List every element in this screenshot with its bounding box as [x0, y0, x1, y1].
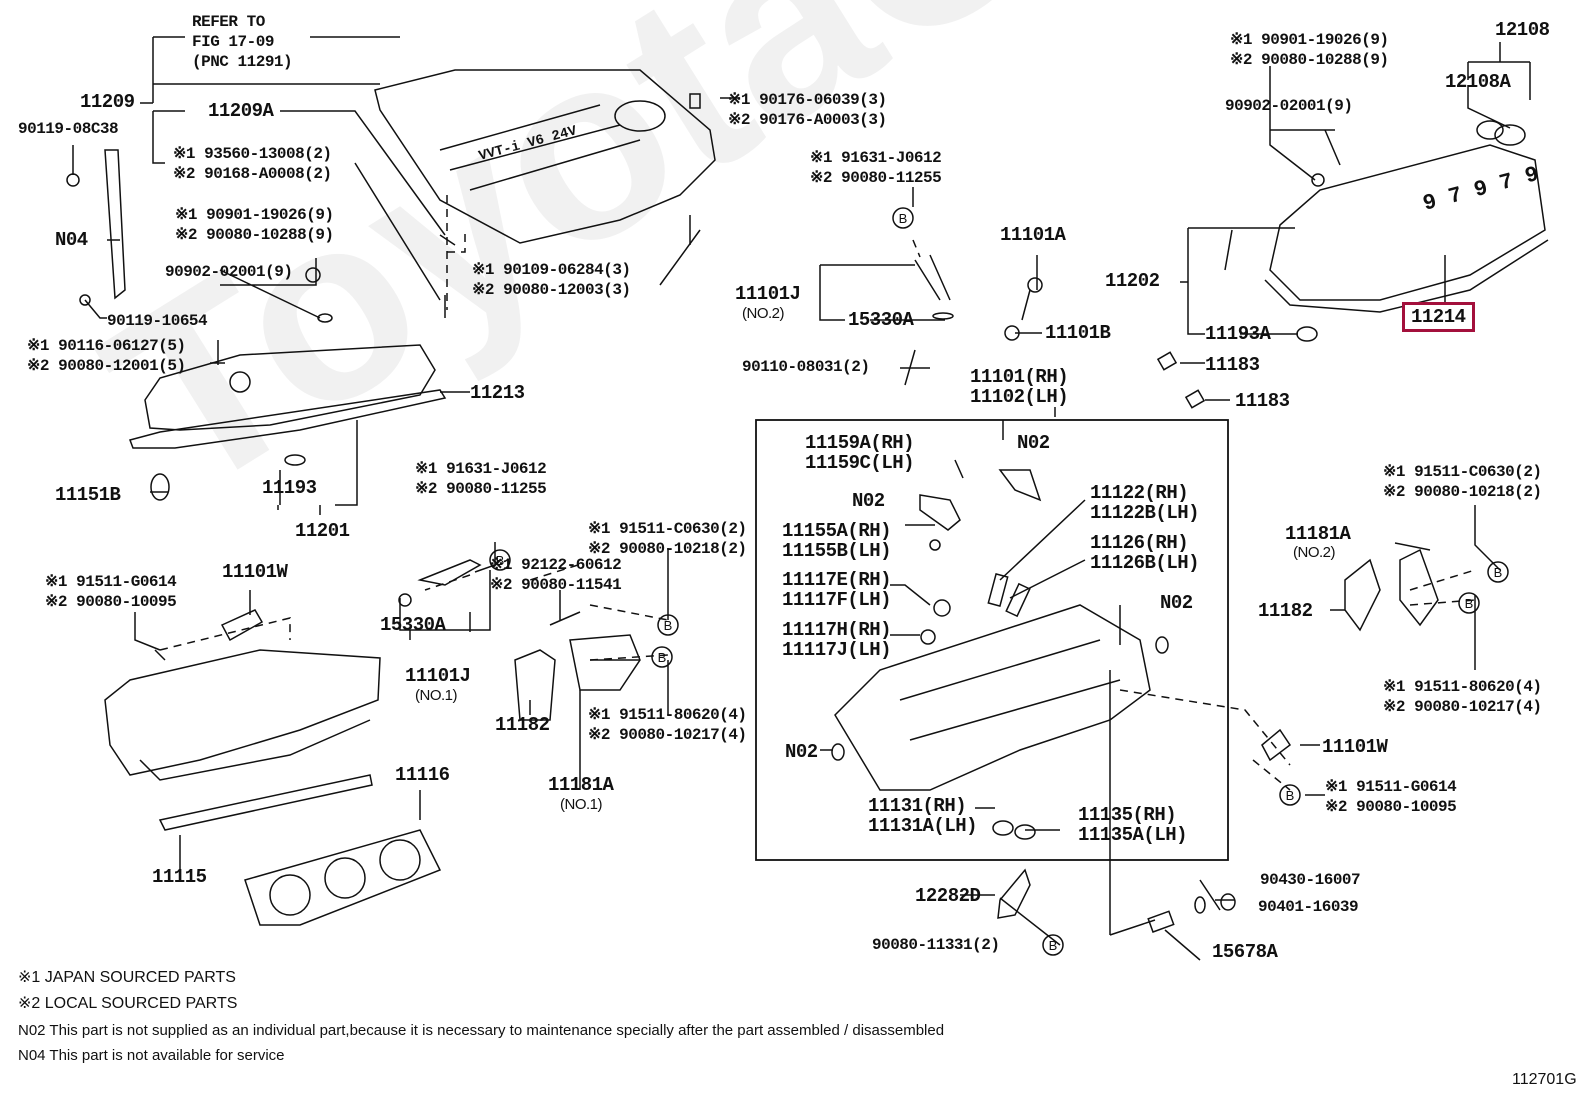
fastener-90116[interactable]: ※1 90116-06127(5) ※2 90080-12001(5) — [27, 337, 186, 375]
part-label-11101B[interactable]: 11101B — [1045, 322, 1111, 344]
engine-cover-drawing: VVT-i V6 24V — [374, 69, 716, 244]
b-marker-label: B — [1049, 938, 1058, 953]
part-label-15330A-mid[interactable]: 15330A — [380, 614, 446, 636]
part-label-12282D[interactable]: 12282D — [915, 885, 981, 907]
part-label-11209A[interactable]: 11209A — [208, 100, 274, 122]
part-label-90902-left[interactable]: 90902-02001(9) — [165, 263, 293, 281]
part-note-no1-b: (NO.1) — [560, 796, 603, 813]
part-label-11115[interactable]: 11115 — [152, 866, 207, 888]
part-label-11193A[interactable]: 11193A — [1205, 323, 1271, 345]
fastener-90901-right[interactable]: ※1 90901-19026(9) ※2 90080-10288(9) — [1230, 31, 1389, 69]
fastener-90109[interactable]: ※1 90109-06284(3) ※2 90080-12003(3) — [472, 261, 631, 299]
part-note-no2: (NO.2) — [742, 305, 785, 322]
part-label-90119-10654[interactable]: 90119-10654 — [107, 312, 208, 330]
cylinder-head-right-drawing — [834, 604, 1151, 791]
svg-text:9 7 9 7 9: 9 7 9 7 9 — [1420, 162, 1541, 217]
cylinder-head-left-drawing — [104, 649, 381, 781]
part-label-11159[interactable]: 11159A(RH) 11159C(LH) — [805, 432, 915, 474]
part-label-11117E[interactable]: 11117E(RH) 11117F(LH) — [782, 569, 892, 611]
part-label-11101W-right[interactable]: 11101W — [1322, 736, 1388, 758]
fastener-91631-top[interactable]: ※1 91631-J0612 ※2 90080-11255 — [810, 149, 942, 187]
valve-cover-right-drawing: 9 7 9 7 9 — [1264, 120, 1549, 313]
fastener-91511-G0614-right[interactable]: ※1 91511-G0614 ※2 90080-10095 — [1325, 778, 1457, 816]
part-label-90119-08C38[interactable]: 90119-08C38 — [18, 120, 119, 138]
part-label-11151B[interactable]: 11151B — [55, 484, 121, 506]
part-label-11101W-left[interactable]: 11101W — [222, 561, 288, 583]
part-label-90902-right[interactable]: 90902-02001(9) — [1225, 97, 1353, 115]
fastener-90176[interactable]: ※1 90176-06039(3) ※2 90176-A0003(3) — [728, 91, 887, 129]
fastener-91511-80620-mid[interactable]: ※1 91511-80620(4) ※2 90080-10217(4) — [588, 706, 747, 744]
fastener-91631-mid[interactable]: ※1 91631-J0612 ※2 90080-11255 — [415, 460, 547, 498]
part-label-90430-16007[interactable]: 90430-16007 — [1260, 871, 1361, 889]
part-label-11101J-no2[interactable]: 11101J — [735, 283, 801, 305]
part-label-15330A-top[interactable]: 15330A — [848, 309, 914, 331]
part-label-N02-c[interactable]: N02 — [1160, 592, 1193, 614]
footnote-n04: N04 This part is not available for servi… — [18, 1047, 285, 1064]
part-label-11101-11102[interactable]: 11101(RH) 11102(LH) — [970, 366, 1069, 408]
figure-id: 112701G — [1512, 1071, 1577, 1088]
part-label-11193[interactable]: 11193 — [262, 477, 317, 499]
fastener-91511-G0614-left[interactable]: ※1 91511-G0614 ※2 90080-10095 — [45, 573, 177, 611]
part-label-11202[interactable]: 11202 — [1105, 270, 1160, 292]
b-marker-label: B — [1465, 596, 1474, 611]
valve-cover-left-drawing — [129, 344, 447, 449]
part-label-11181A-mid[interactable]: 11181A — [548, 774, 614, 796]
b-marker-label: B — [1494, 565, 1503, 580]
svg-text:VVT-i V6 24V: VVT-i V6 24V — [477, 123, 579, 165]
part-label-90080-11331[interactable]: 90080-11331(2) — [872, 936, 1000, 954]
part-note-no1-a: (NO.1) — [415, 687, 458, 704]
part-label-N02-d[interactable]: N02 — [785, 741, 818, 763]
b-markers — [489, 207, 1509, 956]
part-label-11181A-right[interactable]: 11181A — [1285, 523, 1351, 545]
part-label-11155[interactable]: 11155A(RH) 11155B(LH) — [782, 520, 892, 562]
highlighted-part-box[interactable]: 11214 — [1402, 302, 1475, 332]
b-marker-label: B — [1286, 788, 1295, 803]
part-label-90110-08031[interactable]: 90110-08031(2) — [742, 358, 870, 376]
footnote-n02: N02 This part is not supplied as an indi… — [18, 1022, 945, 1039]
refer-to-figure-note: REFER TO FIG 17-09 (PNC 11291) — [192, 13, 293, 71]
footnote-japan-sourced: ※1 JAPAN SOURCED PARTS — [18, 969, 236, 986]
part-label-N02-a[interactable]: N02 — [1017, 432, 1050, 454]
fastener-91511-C0630-right[interactable]: ※1 91511-C0630(2) ※2 90080-10218(2) — [1383, 463, 1542, 501]
part-label-11126[interactable]: 11126(RH) 11126B(LH) — [1090, 532, 1200, 574]
b-marker-label: B — [664, 618, 673, 633]
part-label-11182-right[interactable]: 11182 — [1258, 600, 1313, 622]
part-label-11135[interactable]: 11135(RH) 11135A(LH) — [1078, 804, 1188, 846]
part-label-12108A[interactable]: 12108A — [1445, 71, 1511, 93]
gaskets-drawing — [158, 774, 442, 926]
b-marker-label: B — [899, 211, 908, 226]
fastener-93560[interactable]: ※1 93560-13008(2) ※2 90168-A0008(2) — [173, 145, 332, 183]
part-label-12108[interactable]: 12108 — [1495, 19, 1550, 41]
part-label-11183-a[interactable]: 11183 — [1205, 354, 1260, 376]
part-label-11101J-no1[interactable]: 11101J — [405, 665, 471, 687]
fastener-91511-80620-right[interactable]: ※1 91511-80620(4) ※2 90080-10217(4) — [1383, 678, 1542, 716]
part-label-N02-b[interactable]: N02 — [852, 490, 885, 512]
fastener-90901-left[interactable]: ※1 90901-19026(9) ※2 90080-10288(9) — [175, 206, 334, 244]
b-marker-label: B — [496, 553, 505, 568]
small-parts — [66, 93, 1439, 933]
part-label-11117H[interactable]: 11117H(RH) 11117J(LH) — [782, 619, 892, 661]
cylinder-head-sub-assy-box — [755, 419, 1229, 861]
part-label-11183-b[interactable]: 11183 — [1235, 390, 1290, 412]
part-label-11209[interactable]: 11209 — [80, 91, 135, 113]
part-label-11101A[interactable]: 11101A — [1000, 224, 1066, 246]
part-label-11213[interactable]: 11213 — [470, 382, 525, 404]
part-label-11214[interactable]: 11214 — [1411, 306, 1466, 328]
dashed-lines — [159, 195, 1476, 791]
fastener-92122[interactable]: ※1 92122-60612 ※2 90080-11541 — [490, 556, 622, 594]
part-label-11201[interactable]: 11201 — [295, 520, 350, 542]
part-label-90401-16039[interactable]: 90401-16039 — [1258, 898, 1359, 916]
part-label-11122[interactable]: 11122(RH) 11122B(LH) — [1090, 482, 1200, 524]
part-label-N04[interactable]: N04 — [55, 229, 88, 251]
part-label-11131[interactable]: 11131(RH) 11131A(LH) — [868, 795, 978, 837]
part-label-11182-mid[interactable]: 11182 — [495, 714, 550, 736]
part-note-no2-b: (NO.2) — [1293, 544, 1336, 561]
b-marker-label: B — [658, 650, 667, 665]
part-label-11116[interactable]: 11116 — [395, 764, 450, 786]
footnote-local-sourced: ※2 LOCAL SOURCED PARTS — [18, 995, 238, 1012]
part-label-15678A[interactable]: 15678A — [1212, 941, 1278, 963]
fastener-91511-C0630-mid[interactable]: ※1 91511-C0630(2) ※2 90080-10218(2) — [588, 520, 747, 558]
